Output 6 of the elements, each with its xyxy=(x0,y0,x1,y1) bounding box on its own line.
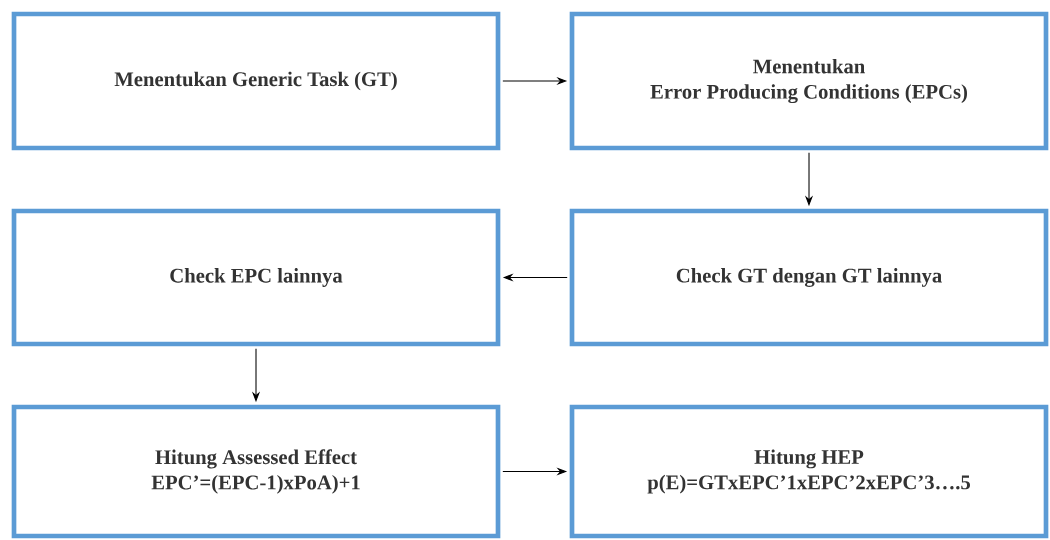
process-box: Hitung Assessed Effect EPC’=(EPC-1)xPoA)+1 xyxy=(11,404,501,539)
process-box: Check GT dengan GT lainnya xyxy=(569,208,1049,347)
process-box: Check EPC lainnya xyxy=(11,208,501,347)
process-box: Menentukan Error Producing Conditions (EPCs) xyxy=(569,11,1049,151)
process-box: Hitung HEP p(E)=GTxEPC’1xEPC’2xEPC’3….5 xyxy=(569,404,1049,539)
process-box: Menentukan Generic Task (GT) xyxy=(11,11,501,151)
